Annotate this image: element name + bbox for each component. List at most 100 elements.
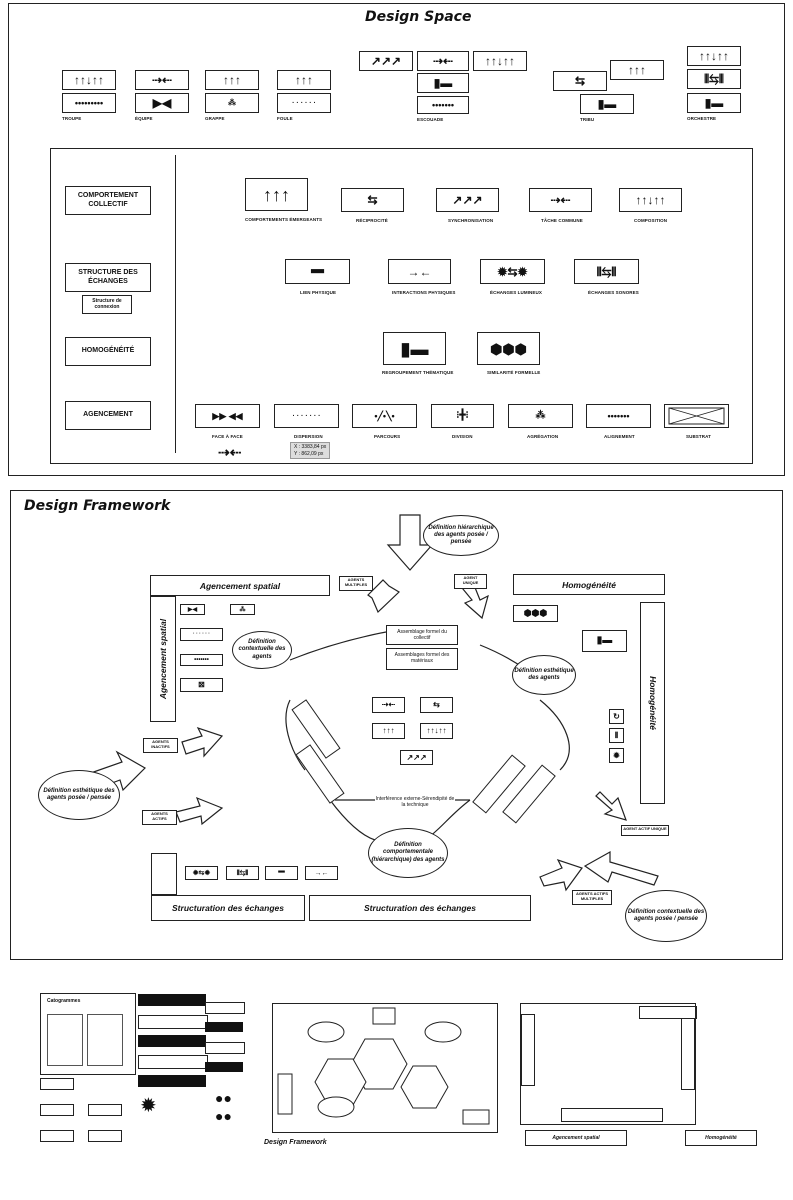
fw-lien-physique-icon: ━ xyxy=(265,866,298,880)
reciprocite-icon: ⇆ xyxy=(341,188,404,212)
oval-bottom-definition-comportementale: Définition comportementale (hiérarchique… xyxy=(368,828,448,878)
fw-composition-icon: ↑↑↓↑↑ xyxy=(420,723,453,739)
tooltip-y: Y : 862,09 px xyxy=(294,450,324,457)
thumb-right-1 xyxy=(205,1002,245,1014)
caption-echanges-lumineux: ÉCHANGES LUMINEUX xyxy=(490,290,542,295)
foule-icon-top: ↑↑↑ xyxy=(277,70,331,90)
face-a-face-icon: ▶▶ ◀◀ xyxy=(195,404,260,428)
troupe-icon-top: ↑↑↓↑↑ xyxy=(62,70,116,90)
oval-left-definition-esthetique: Définition esthétique des agents posée /… xyxy=(38,770,120,820)
fw-dispersion-icon: · · · · · · xyxy=(180,628,223,641)
caption-echanges-sonores: ÉCHANGES SONORES xyxy=(588,290,639,295)
thumbnail-bottom-strip: Agencement spatial Homogénéité xyxy=(525,1130,757,1146)
escouade-icon-4: ▮▬ xyxy=(417,73,469,93)
thumb-circles-icon-2: ●● xyxy=(215,1108,232,1124)
thumbnail-framework-hexagons xyxy=(277,1007,490,1125)
caption-tache-commune: TÂCHE COMMUNE xyxy=(541,218,583,223)
fw-echanges-lumineux-icon: ✹⇆✹ xyxy=(185,866,218,880)
box-assemblage-collectif: Assemblage formel du collectif xyxy=(386,625,458,645)
design-space-title: Design Space xyxy=(365,9,472,25)
escouade-icon-5: ••••••• xyxy=(417,96,469,114)
fw-interactions-icon: →← xyxy=(305,866,338,880)
oval-top-definition-hierarchique: Définition hiérarchique des agents posée… xyxy=(423,515,499,556)
caption-synchronisation: SYNCHRONISATION xyxy=(448,218,494,223)
category-agencement: AGENCEMENT xyxy=(65,401,151,430)
bar-structuration-left: Structuration des échanges xyxy=(151,895,305,921)
matrix-divider xyxy=(175,155,176,453)
thumb-ls-3 xyxy=(40,1130,74,1142)
caption-agregation: AGRÉGATION xyxy=(527,434,559,439)
tag-agents-actifs-multiples: AGENTS ACTIFS MULTIPLES xyxy=(572,890,612,905)
thumb-bar-4 xyxy=(138,1055,208,1069)
caption-reciprocite: RÉCIPROCITÉ xyxy=(356,218,388,223)
caption-lien-physique: LIEN PHYSIQUE xyxy=(300,290,337,295)
thumbnail-small-framework xyxy=(520,1003,697,1125)
fw-light-icon: ✹ xyxy=(609,748,624,763)
thumbnail-catalogue-icons: ●● ●● ✹ xyxy=(130,990,250,1155)
thumb-black-bar-3 xyxy=(138,1035,206,1047)
caption-orchestre: ORCHESTRE xyxy=(687,116,717,121)
thumb-ls-5 xyxy=(88,1130,122,1142)
thumb-black-bar-5 xyxy=(138,1075,206,1087)
thumb-black-bar-1 xyxy=(138,994,206,1006)
thumb-ls-4 xyxy=(88,1104,122,1116)
oval-right-definition-contextuelle: Définition contextuelle des agents posée… xyxy=(625,890,707,942)
tag-agent-unique: AGENT UNIQUE xyxy=(454,574,487,589)
thumb-homogeneite-header: Homogénéité xyxy=(685,1130,757,1146)
fw-regroupement-icon: ▮▬ xyxy=(582,630,627,652)
thumb-sf-vertical xyxy=(521,1014,535,1086)
similarite-formelle-icon: ⬢⬢⬢ xyxy=(477,332,540,365)
bar-structuration-left-vertical xyxy=(151,853,177,895)
echanges-sonores-icon: ⦀⇆⦀ xyxy=(574,259,639,284)
box-assemblage-materiaux: Assemblages formel des matériaux xyxy=(386,648,458,670)
oval-definition-esthetique: Définition esthétique des agents xyxy=(512,655,576,695)
caption-interactions-physiques: INTERACTIONS PHYSIQUES xyxy=(392,290,456,295)
fw-tache-commune-icon: ⇢⇠ xyxy=(372,697,405,713)
orchestre-icon-2: ⦀⇆⦀ xyxy=(687,69,741,89)
caption-composition: COMPOSITION xyxy=(634,218,668,223)
bar-agencement-spatial-vertical-label: Agencement spatial xyxy=(158,618,168,700)
fw-emergeants-icon: ↑↑↑ xyxy=(372,723,405,739)
design-framework-title: Design Framework xyxy=(24,498,171,514)
thumb-right-3 xyxy=(205,1042,245,1054)
oval-definition-contextuelle: Définition contextuelle des agents xyxy=(232,631,292,669)
caption-escouade: ESCOUADE xyxy=(417,117,444,122)
caption-grappe: GRAPPE xyxy=(205,116,225,121)
thumb-ls-2 xyxy=(40,1104,74,1116)
synchronisation-icon: ↗↗↗ xyxy=(436,188,499,212)
escouade-icon-2: ⇢⇠ xyxy=(417,51,469,71)
category-structure-echanges: STRUCTURE DES ÉCHANGES xyxy=(65,263,151,292)
bar-structuration-right: Structuration des échanges xyxy=(309,895,531,921)
fw-substrat-icon: ⊠ xyxy=(180,678,223,692)
caption-similarite-formelle: SIMILARITÉ FORMELLE xyxy=(487,370,541,375)
thumbnail-framework-diagram xyxy=(272,1003,498,1133)
fw-synchronisation-icon: ↗↗↗ xyxy=(400,750,433,765)
thumb-bar-2 xyxy=(138,1015,208,1029)
tribu-icon-2: ↑↑↑ xyxy=(610,60,664,80)
composition-icon: ↑↑↓↑↑ xyxy=(619,188,682,212)
caption-substrat: SUBSTRAT xyxy=(686,434,711,439)
agregation-icon: ⁂ xyxy=(508,404,573,428)
interactions-physiques-icon: →← xyxy=(388,259,451,284)
caption-alignement: ALIGNEMENT xyxy=(604,434,635,439)
tooltip-x: X : 3383,84 px xyxy=(294,444,327,450)
bar-homogeneite: Homogénéité xyxy=(513,574,665,595)
thumb-sf-bottom xyxy=(561,1108,663,1122)
thumb-sf-header xyxy=(639,1006,697,1019)
caption-tribu: TRIBU xyxy=(580,117,595,122)
category-homogeneite: HOMOGÉNÉITÉ xyxy=(65,337,151,366)
equipe-icon-top: ⇢⇠ xyxy=(135,70,189,90)
dispersion-icon: · · · · · · · xyxy=(274,404,339,428)
assemblage-materiaux-label: Assemblages formel des matériaux xyxy=(394,652,450,664)
fw-similarite-icon: ⬢⬢⬢ xyxy=(513,605,558,622)
coordinate-tooltip: X : 3383,84 px Y : 862,09 px xyxy=(290,442,331,459)
thumb-right-2 xyxy=(205,1022,243,1032)
thumb-cat-col1 xyxy=(47,1014,83,1066)
caption-dispersion: DISPERSION xyxy=(294,434,323,439)
fw-alignement-icon: ••••••• xyxy=(180,654,223,666)
assemblage-collectif-label: Assemblage formel du collectif xyxy=(397,629,447,641)
orchestre-icon-1: ↑↑↓↑↑ xyxy=(687,46,741,66)
thumb-cat-col2 xyxy=(87,1014,123,1066)
fw-face-a-face-icon: ▶◀ xyxy=(180,604,205,615)
fw-sound-icon: ⦀ xyxy=(609,728,624,743)
